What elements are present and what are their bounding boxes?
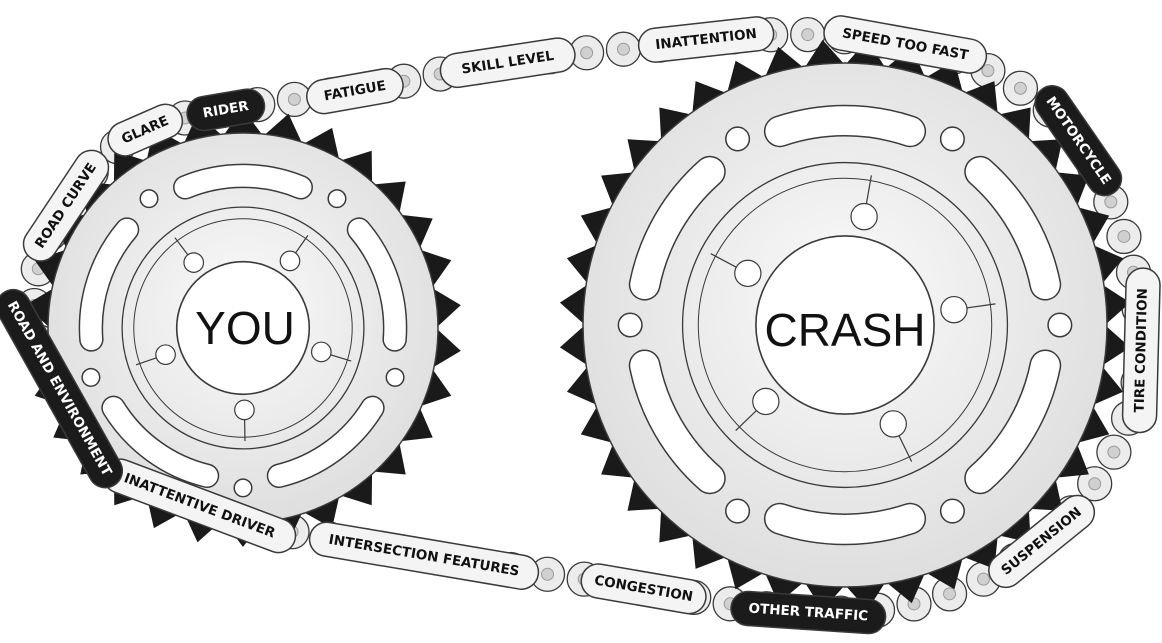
lug-hole xyxy=(734,259,762,288)
bolt-hole xyxy=(725,126,751,152)
bolt-hole xyxy=(939,498,965,524)
you-sprocket-hub xyxy=(175,260,311,396)
bolt-hole xyxy=(233,478,253,498)
inner-ring xyxy=(681,161,1009,489)
lug-hole xyxy=(183,252,205,273)
chain-link-plate xyxy=(823,15,988,74)
lug-hole xyxy=(879,410,907,438)
chain-link-label: RIDER xyxy=(202,98,251,122)
chain-roller-pin xyxy=(977,572,991,586)
chain-link-plate xyxy=(308,521,540,590)
chain-roller-pin xyxy=(1013,81,1027,95)
slot-cutout-inner xyxy=(630,157,725,300)
lug-hole xyxy=(850,202,878,231)
chain-roller-pin xyxy=(981,64,995,78)
you-sprocket-cutouts xyxy=(78,163,408,498)
crash-sprocket-cutouts xyxy=(617,104,1073,546)
crash-sprocket: CRASH xyxy=(559,39,1131,611)
chain-link-plate xyxy=(306,67,404,115)
lug-hole xyxy=(752,387,780,416)
bolt-hole xyxy=(385,367,405,387)
inner-ring xyxy=(121,206,365,450)
chain-link-plate xyxy=(0,288,124,489)
slot-cutout-inner xyxy=(965,157,1060,300)
chain-roller-pin xyxy=(1104,195,1118,209)
bolt-hole xyxy=(139,189,159,209)
chain-link-rider: RIDER xyxy=(186,88,266,132)
chain-link-plate xyxy=(730,590,887,635)
chain-link-fatigue: FATIGUE xyxy=(306,67,404,115)
chain-link-other-traffic: OTHER TRAFFIC xyxy=(730,590,887,635)
chain-link-label: TIRE CONDITION xyxy=(1132,288,1151,413)
chain-link-glare: GLARE xyxy=(107,103,184,157)
lug-hole xyxy=(155,344,176,366)
chain-link-plate xyxy=(186,88,266,132)
lug-hole xyxy=(310,341,332,363)
chain-link-inattention: INATTENTION xyxy=(637,16,775,63)
you-label: YOU xyxy=(195,302,295,354)
lug-hole xyxy=(279,250,301,272)
chain-roller-pin xyxy=(616,42,630,56)
chain-link-plate xyxy=(580,563,707,615)
chain-roller-pin xyxy=(1117,229,1131,243)
slot-cutout-inner xyxy=(965,350,1060,493)
chain-link-plate xyxy=(1034,85,1123,197)
chain-link-skill-level: SKILL LEVEL xyxy=(439,37,576,89)
chain-link-tire-condition: TIRE CONDITION xyxy=(1121,267,1161,434)
chain-roller-pin xyxy=(1088,477,1102,491)
slot-cutout-inner xyxy=(268,397,384,487)
slot-cutout-inner xyxy=(174,165,312,199)
chain-roller-pin xyxy=(943,587,957,601)
bolt-hole xyxy=(939,126,965,152)
bolt-hole xyxy=(617,312,643,338)
slot-cutout-inner xyxy=(765,504,925,544)
chain-link-intersection-features: INTERSECTION FEATURES xyxy=(308,521,540,590)
bolt-hole xyxy=(327,189,347,209)
slot-cutout-inner xyxy=(348,218,406,351)
chain-roller-pin xyxy=(801,28,815,42)
chain-link-congestion: CONGESTION xyxy=(580,563,707,615)
inner-ring xyxy=(133,218,353,438)
chain-link-plate xyxy=(1121,267,1161,434)
inner-ring xyxy=(697,177,993,473)
chain-roller-pin xyxy=(580,46,594,60)
chain-link-plate xyxy=(637,16,775,63)
bolt-hole xyxy=(1047,312,1073,338)
slot-cutout-inner xyxy=(80,218,138,351)
slot-cutout-inner xyxy=(765,106,925,146)
bolt-hole xyxy=(81,367,101,387)
chain-roller-pin xyxy=(287,92,301,106)
chain-link-label: OTHER TRAFFIC xyxy=(748,601,869,625)
chain-roller-pin xyxy=(1107,445,1121,459)
chain-roller-pin xyxy=(541,567,555,581)
lug-hole xyxy=(940,295,968,324)
chain-link-plate xyxy=(22,149,110,262)
chain-link-plate xyxy=(107,103,184,157)
you-sprocket: YOU xyxy=(25,109,461,547)
crash-label: CRASH xyxy=(764,304,925,356)
chain-link-plate xyxy=(439,37,576,89)
crash-sprocket-hub xyxy=(755,235,935,415)
chain-link-plate xyxy=(988,494,1096,589)
slot-cutout-inner xyxy=(102,397,218,487)
bolt-hole xyxy=(725,498,751,524)
lug-hole xyxy=(234,399,255,421)
slot-cutout-inner xyxy=(630,350,725,493)
